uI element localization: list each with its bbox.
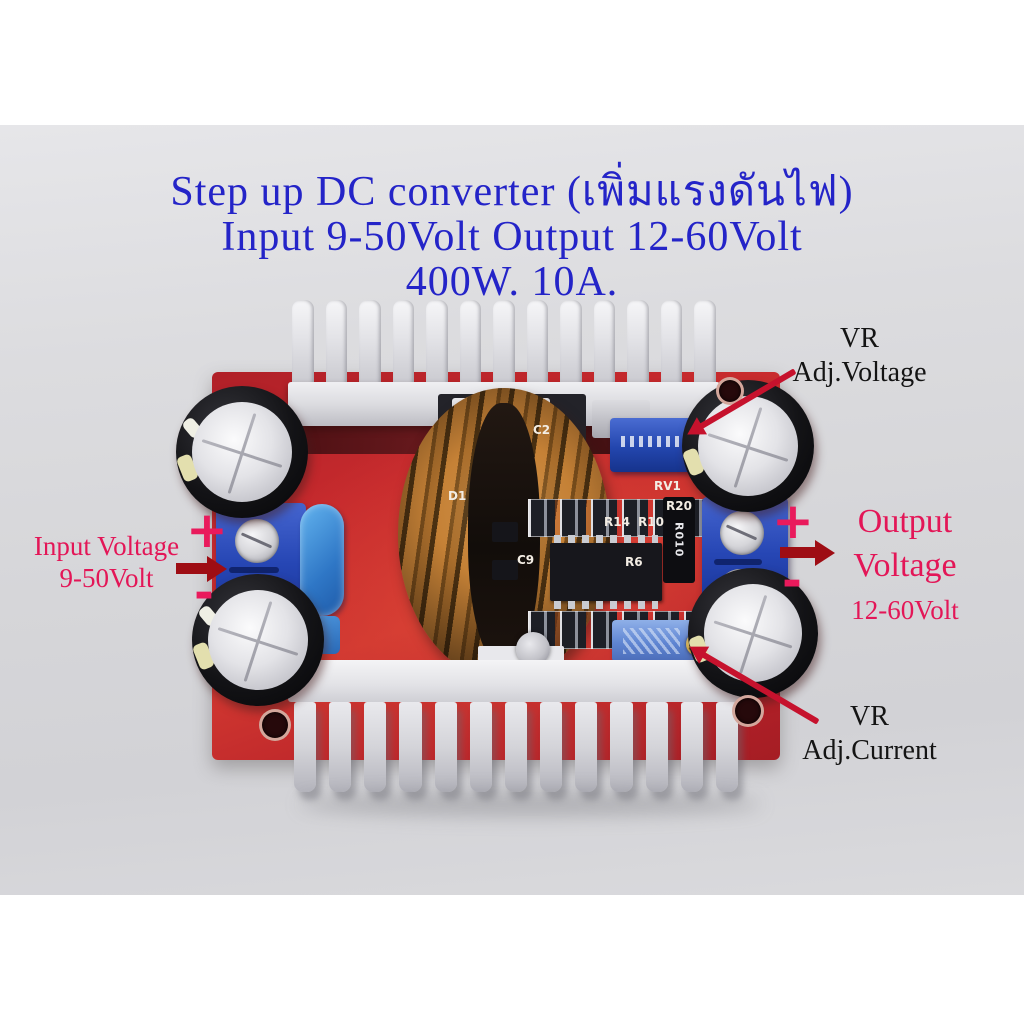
heatsink-fin (540, 702, 563, 792)
heatsink-fin (426, 300, 448, 386)
capacitor-vent-top (698, 396, 798, 496)
capacitor-top-left (175, 386, 308, 518)
shunt-resistor-label: R010 (672, 522, 686, 558)
heatsink-top-fins (292, 300, 716, 386)
input-terminal-screw (235, 519, 279, 563)
heatsink-fin (504, 702, 528, 792)
output-voltage-label: Output Voltage 12-60Volt (820, 500, 990, 628)
silkscreen-label: R6 (625, 555, 643, 569)
vr-current-label: VR Adj.Current (772, 700, 967, 768)
heatsink-fin (526, 300, 549, 386)
silkscreen-label: R10 (638, 515, 664, 529)
heatsink-fin (329, 702, 352, 792)
mounting-hole (259, 709, 291, 741)
heatsink-fin (469, 702, 492, 792)
title-line-2: Input 9-50Volt Output 12-60Volt (221, 214, 803, 260)
input-voltage-label-line2: 9-50Volt (59, 563, 154, 593)
output-plus-sign: + (772, 492, 814, 550)
input-voltage-label-line1: Input Voltage (33, 531, 180, 561)
heatsink-fin (645, 702, 668, 792)
silkscreen-label: D1 (448, 489, 467, 503)
heatsink-fin (694, 300, 716, 386)
input-arrow-icon (176, 563, 208, 574)
input-plus-sign: + (186, 501, 228, 559)
output-terminal-screw (720, 511, 764, 555)
silkscreen-label: C2 (533, 423, 551, 437)
terminal-divider (228, 567, 279, 573)
output-arrow-icon (780, 547, 816, 558)
capacitor-bottom-left (191, 574, 324, 706)
heatsink-fin (493, 300, 515, 386)
input-voltage-label: Input Voltage 9-50Volt (14, 530, 199, 594)
heatsink-fin (593, 300, 616, 386)
vr-voltage-label-line2: Adj.Voltage (792, 357, 927, 388)
capacitor-bottom-right (687, 568, 818, 698)
title-line-3: 400W. 10A. (405, 259, 619, 305)
heatsink-fin (392, 300, 415, 386)
output-minus-sign: - (782, 553, 802, 609)
heatsink-fin (459, 300, 482, 386)
mounting-hole (732, 695, 764, 727)
heatsink-bottom (288, 660, 744, 794)
heatsink-fin (680, 702, 703, 792)
silkscreen-label: R20 (666, 499, 692, 513)
smd-transistor (492, 560, 518, 580)
control-ic (550, 535, 662, 609)
heatsink-floor-shadow (300, 792, 760, 816)
capacitor-vent-top (208, 590, 308, 690)
heatsink-fin (359, 300, 381, 386)
vr-current-label-line1: VR (850, 701, 889, 732)
heatsink-fin (399, 702, 422, 792)
output-voltage-label-line1: Output (857, 503, 953, 540)
heatsink-fin (660, 300, 683, 386)
output-voltage-label-line3: 12-60Volt (851, 595, 959, 625)
shunt-resistor: R010 (663, 497, 695, 583)
heatsink-fin (292, 300, 314, 386)
silkscreen-label: R14 (604, 515, 630, 529)
heatsink-fin (325, 300, 348, 386)
heatsink-fin (560, 300, 582, 386)
heatsink-fin (575, 702, 598, 792)
title-line-1: Step up DC converter (เพิ่มแรงดันไฟ) (170, 169, 854, 215)
output-voltage-label-line2: Voltage (853, 547, 957, 584)
page-title: Step up DC converter (เพิ่มแรงดันไฟ) Inp… (0, 170, 1024, 305)
heatsink-fin (434, 702, 457, 792)
vr-current-label-line2: Adj.Current (802, 735, 937, 766)
smd-transistor (492, 522, 518, 542)
silkscreen-label: RV1 (654, 479, 681, 493)
vr-voltage-label-line1: VR (840, 323, 879, 354)
heatsink-fin (294, 702, 317, 792)
heatsink-bottom-fins (294, 702, 739, 792)
terminal-divider (714, 559, 763, 565)
heatsink-fin (610, 702, 633, 792)
heatsink-fin (715, 702, 739, 792)
silkscreen-label: C9 (517, 553, 535, 567)
vr-voltage-label: VR Adj.Voltage (772, 322, 947, 390)
heatsink-fin (627, 300, 649, 386)
heatsink-bottom-base (288, 660, 744, 702)
input-minus-sign: - (194, 565, 214, 621)
capacitor-vent-top (192, 402, 292, 502)
heatsink-fin (364, 702, 387, 792)
